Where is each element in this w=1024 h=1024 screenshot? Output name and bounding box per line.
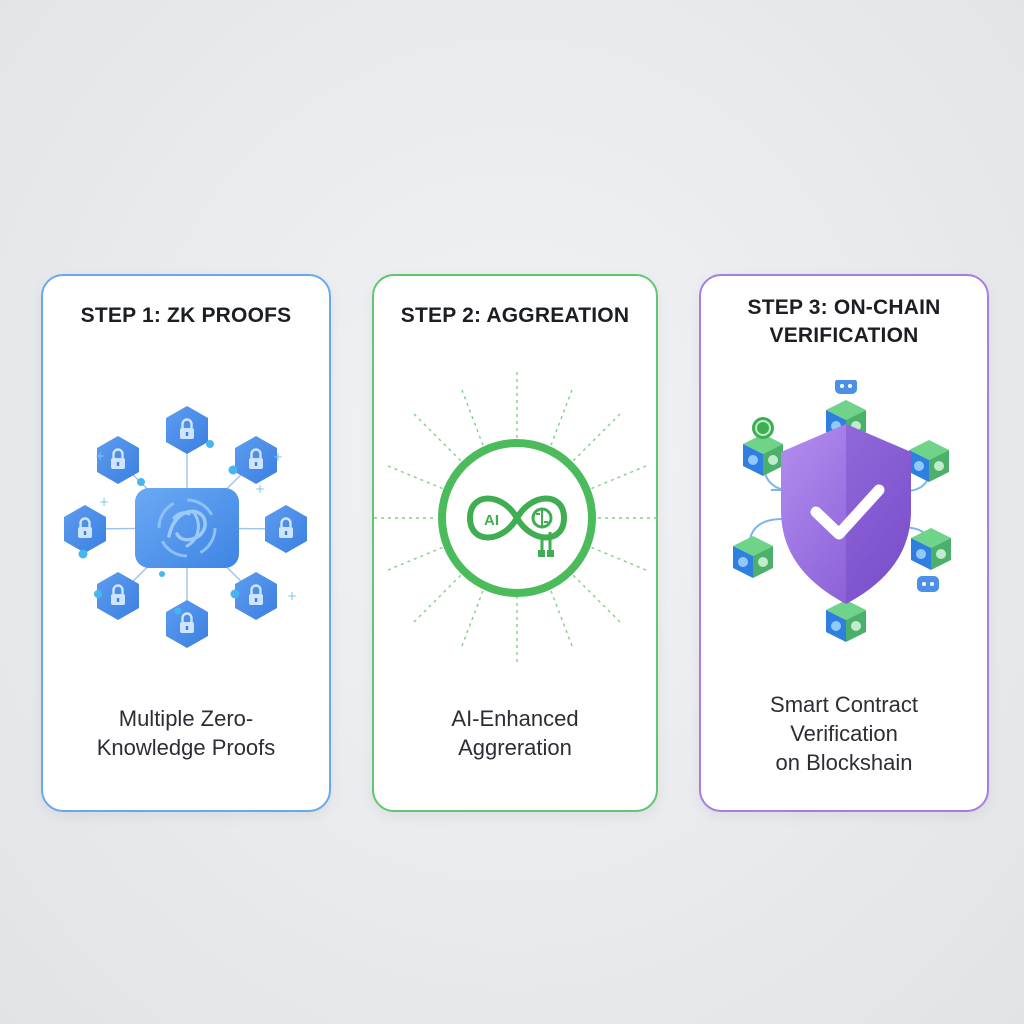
step-card-on-chain-verification: STEP 3: ON-CHAIN VERIFICATION: [699, 274, 989, 812]
svg-text:+: +: [95, 449, 105, 463]
svg-text:+: +: [273, 450, 283, 464]
shield-check-icon: [781, 424, 911, 604]
svg-text:+: +: [287, 589, 297, 603]
svg-text:+: +: [99, 495, 109, 509]
step-3-caption: Smart Contract Verification on Blockshai…: [770, 692, 918, 775]
svg-text:+: +: [255, 482, 265, 496]
proof-core-icon: [135, 488, 239, 568]
ai-label: AI: [484, 512, 499, 529]
step-2-caption: AI-Enhanced Aggreration: [451, 706, 579, 760]
step-3-title: STEP 3: ON-CHAIN VERIFICATION: [747, 296, 941, 347]
step-card-aggregation: STEP 2: AGGREATION AI: [372, 274, 660, 812]
step-1-title: STEP 1: ZK PROOFS: [80, 304, 292, 327]
step-2-title: STEP 2: AGGREATION: [400, 304, 630, 327]
step-1-caption: Multiple Zero- Knowledge Proofs: [96, 706, 276, 760]
infinity-loop-icon: [467, 495, 567, 541]
coin-icon: [752, 417, 774, 439]
step-card-zk-proofs: STEP 1: ZK PROOFS: [41, 274, 331, 812]
robot-icon: [835, 380, 939, 592]
zk-proofs-illustration: + + + + +: [62, 404, 309, 650]
verification-illustration: [733, 380, 951, 642]
aggregation-illustration: AI: [374, 372, 660, 666]
brain-icon: [531, 507, 553, 529]
